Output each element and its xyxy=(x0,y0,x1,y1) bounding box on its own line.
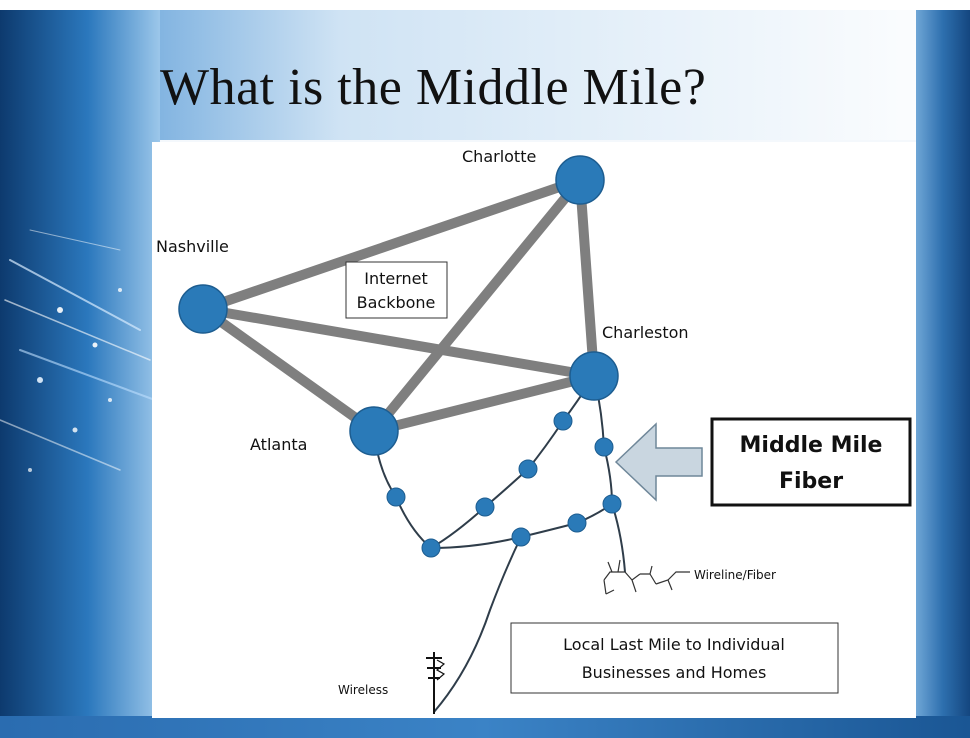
link-nashville-charlotte xyxy=(198,175,585,314)
node-nashville xyxy=(178,284,228,334)
city-label-charleston: Charleston xyxy=(602,323,689,342)
wireline-label: Wireline/Fiber xyxy=(694,568,776,582)
fiber-node xyxy=(386,487,406,507)
node-atlanta xyxy=(349,406,399,456)
node-charleston xyxy=(569,351,619,401)
fiber-node xyxy=(602,494,622,514)
backbone-nodes xyxy=(178,155,619,456)
fiber-node xyxy=(518,459,538,479)
city-label-charlotte: Charlotte xyxy=(462,147,536,166)
wireless-label: Wireless xyxy=(338,683,388,697)
fiber-node xyxy=(511,527,531,547)
fiber-node xyxy=(421,538,441,558)
wireline-branch-icon xyxy=(603,559,690,595)
wireless-tower-icon xyxy=(426,652,446,714)
slide-title: What is the Middle Mile? xyxy=(160,59,707,116)
left-arrow-icon xyxy=(614,422,703,502)
middle-mile-label-box xyxy=(710,417,912,507)
middle-mile-label-line-1: Middle Mile xyxy=(740,433,883,458)
backbone-label-box xyxy=(345,261,448,319)
last-mile-label-line-2: Businesses and Homes xyxy=(582,663,767,682)
backbone-label-line-2: Backbone xyxy=(357,293,436,312)
last-mile-label-box xyxy=(510,622,839,694)
link-charlotte-charleston xyxy=(575,175,599,381)
fiber-node xyxy=(567,513,587,533)
middle-mile-nodes xyxy=(386,411,622,558)
fiber-node xyxy=(475,497,495,517)
link-nashville-charleston xyxy=(198,304,599,381)
link-nashville-atlanta xyxy=(198,304,379,436)
last-mile-label-line-1: Local Last Mile to Individual xyxy=(563,635,785,654)
backbone-label-line-1: Internet xyxy=(364,269,428,288)
fiber-node xyxy=(594,437,614,457)
link-charlotte-atlanta xyxy=(369,175,585,436)
middle-mile-label-line-2: Fiber xyxy=(779,469,843,494)
backbone-links xyxy=(198,175,599,436)
fiber-node xyxy=(553,411,573,431)
city-label-atlanta: Atlanta xyxy=(250,435,307,454)
node-charlotte xyxy=(555,155,605,205)
link-atlanta-charleston xyxy=(369,371,599,436)
city-label-nashville: Nashville xyxy=(156,237,229,256)
fiber-optic-light-decoration xyxy=(0,229,156,472)
